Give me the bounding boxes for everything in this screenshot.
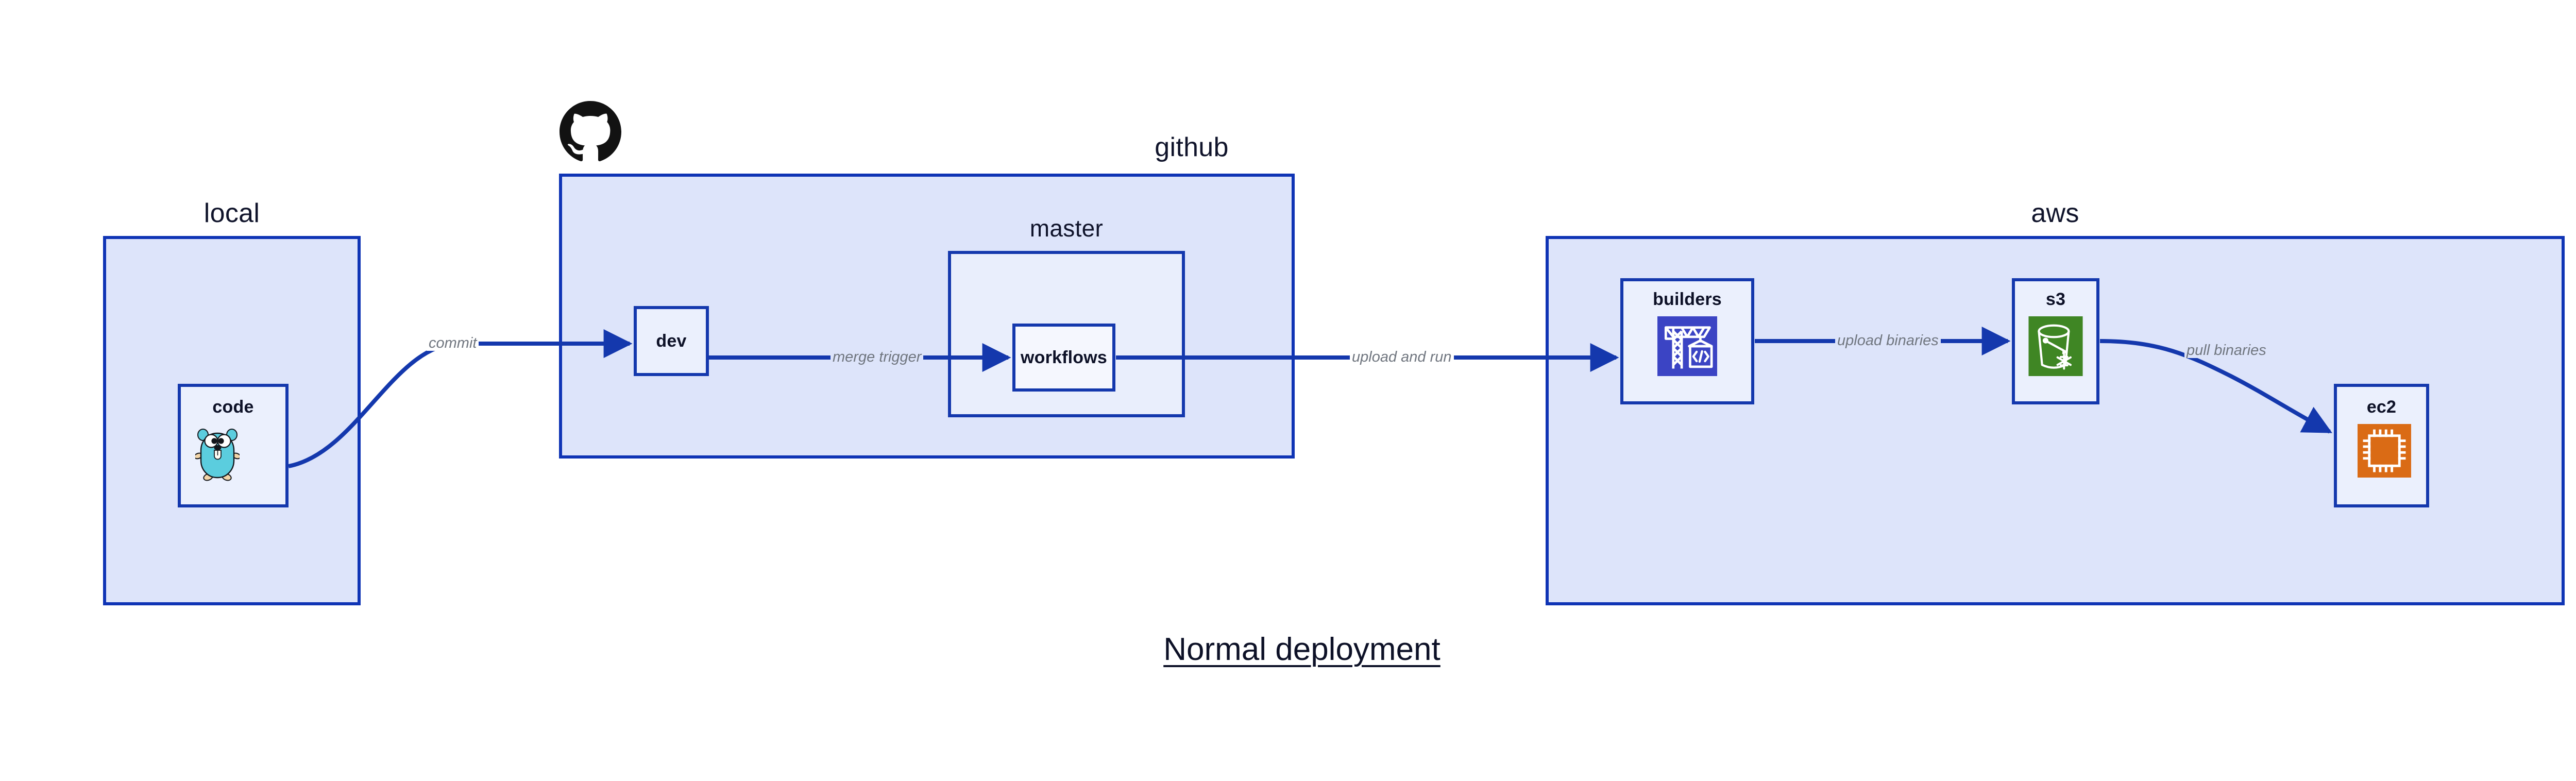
edge-label-pull-binaries: pull binaries (2184, 343, 2268, 358)
edge-label-upload-binaries: upload binaries (1835, 333, 1941, 348)
edge-label-upload-and-run: upload and run (1350, 350, 1454, 365)
group-label-master: master (1029, 215, 1104, 242)
node-s3-label: s3 (2045, 290, 2066, 309)
node-code[interactable]: code (178, 384, 289, 507)
aws-codebuild-icon (1657, 316, 1717, 376)
node-workflows-label: workflows (1020, 348, 1108, 367)
aws-s3-bucket-icon (2028, 316, 2083, 376)
page-title: Normal deployment (1163, 632, 1440, 667)
node-ec2-label: ec2 (2366, 397, 2397, 417)
go-gopher-icon (195, 425, 240, 482)
github-octocat-logo (559, 101, 622, 163)
edge-label-commit: commit (427, 336, 479, 351)
aws-ec2-chip-icon (2358, 424, 2411, 478)
node-builders[interactable]: builders (1620, 278, 1754, 404)
node-dev[interactable]: dev (634, 306, 709, 376)
group-label-github: github (1155, 132, 1229, 162)
node-code-label: code (212, 397, 254, 417)
group-label-aws: aws (2031, 198, 2079, 228)
node-builders-label: builders (1653, 290, 1722, 309)
group-label-local: local (204, 198, 260, 228)
node-dev-label: dev (656, 331, 687, 351)
node-ec2[interactable]: ec2 (2334, 384, 2429, 507)
node-workflows[interactable]: workflows (1012, 324, 1115, 392)
node-s3[interactable]: s3 (2012, 278, 2099, 404)
edge-label-merge-trigger: merge trigger (831, 350, 924, 365)
